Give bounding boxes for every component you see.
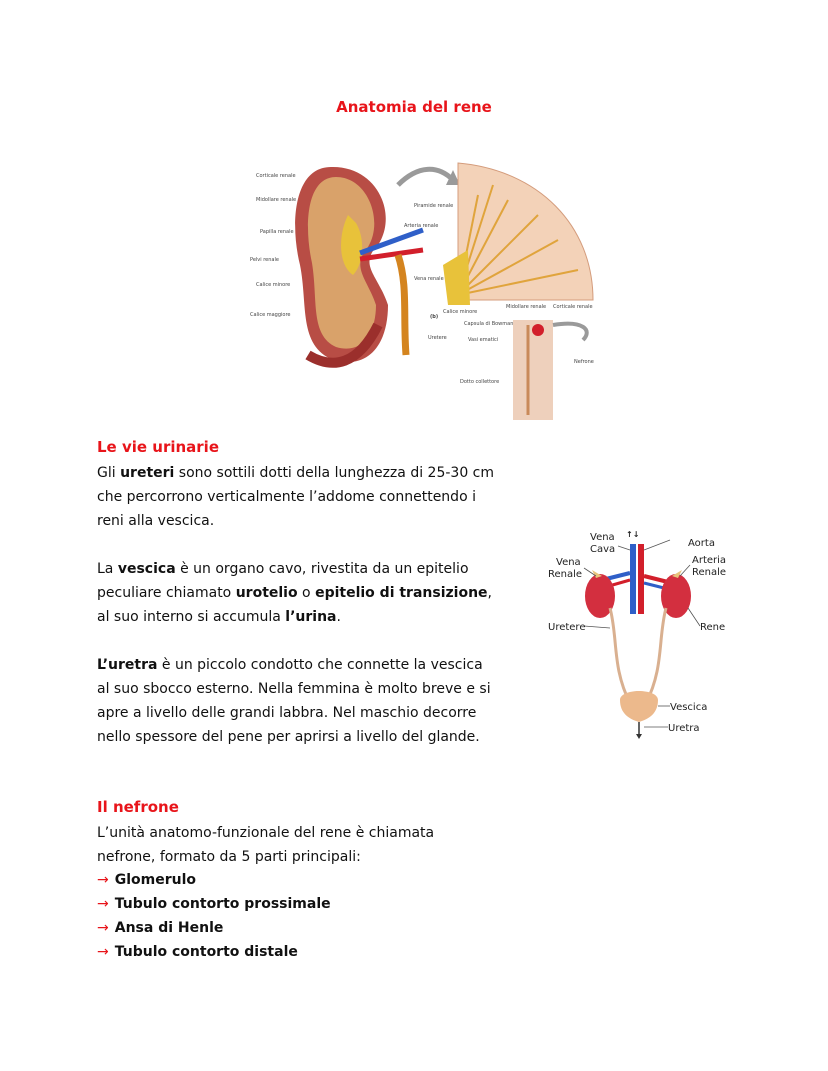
fig2-label-arteria-renale: Renale	[692, 567, 726, 578]
fig2-label-rene: Rene	[700, 622, 725, 633]
fig1-label: Midollare renale	[256, 197, 296, 203]
fig1-label: Calice maggiore	[250, 312, 291, 318]
fig2-label-uretra: Uretra	[668, 723, 700, 734]
fig1-label: Corticale renale	[553, 304, 593, 310]
list-item: →Ansa di Henle	[97, 920, 224, 936]
fig1-label: Nefrone	[574, 359, 594, 365]
nefrone-parts-list: →Glomerulo →Tubulo contorto prossimale →…	[97, 868, 331, 964]
paragraph-ureteri: Gli ureteri sono sottili dotti della lun…	[97, 465, 495, 529]
section-heading-nefrone: Il nefrone	[97, 798, 179, 816]
fig2-arrows: ↑↓	[626, 530, 639, 539]
fig2-label-vena-cava: Cava	[590, 544, 615, 555]
fig1-label: Vena renale	[414, 276, 444, 282]
list-item: →Glomerulo	[97, 872, 197, 888]
arrow-icon: →	[97, 920, 109, 936]
fig2-label-vena-cava: Vena	[590, 532, 615, 543]
fig1-label: Uretere	[428, 335, 447, 341]
page-title: Anatomia del rene	[336, 98, 492, 116]
kidney-anatomy-figure: Corticale renale Midollare renale Papill…	[238, 155, 610, 420]
fig1-label: Vasi ematici	[468, 337, 498, 343]
fig1-label: Corticale renale	[256, 173, 296, 179]
fig1-label: Arteria renale	[404, 223, 438, 229]
fig1-label: Calice minore	[443, 309, 477, 315]
arrow-icon: →	[97, 872, 109, 888]
list-item: →Tubulo contorto prossimale	[97, 896, 331, 912]
fig1-label: Piramide renale	[414, 203, 453, 209]
paragraph-nefrone-intro: L’unità anatomo-funzionale del rene è ch…	[97, 825, 435, 865]
fig2-label-uretere: Uretere	[548, 622, 585, 633]
fig2-label-vescica: Vescica	[670, 702, 707, 713]
fig2-label-arteria-renale: Arteria	[692, 555, 726, 566]
fig1-label: Capsula di Bowman	[464, 321, 513, 327]
arrow-icon: →	[97, 944, 109, 960]
fig1-label: Pelvi renale	[250, 257, 279, 263]
fig1-label: Papilla renale	[260, 229, 294, 235]
section-heading-vie-urinarie: Le vie urinarie	[97, 438, 219, 456]
list-item: →Tubulo contorto distale	[97, 944, 298, 960]
fig1-marker: (b)	[430, 314, 438, 320]
fig1-label: Midollare renale	[506, 304, 546, 310]
fig2-label-vena-renale: Renale	[548, 569, 582, 580]
fig2-label-vena-renale: Vena	[556, 557, 581, 568]
urinary-tract-figure: Vena Cava ↑↓ Aorta Vena Renale Arteria R…	[548, 530, 726, 739]
fig1-label: Dotto collettore	[460, 379, 499, 385]
fig1-label: Calice minore	[256, 282, 290, 288]
fig2-label-aorta: Aorta	[688, 538, 715, 549]
paragraph-vescica: La vescica è un organo cavo, rivestita d…	[97, 561, 492, 625]
paragraph-uretra: L’uretra è un piccolo condotto che conne…	[97, 657, 491, 745]
arrow-icon: →	[97, 896, 109, 912]
